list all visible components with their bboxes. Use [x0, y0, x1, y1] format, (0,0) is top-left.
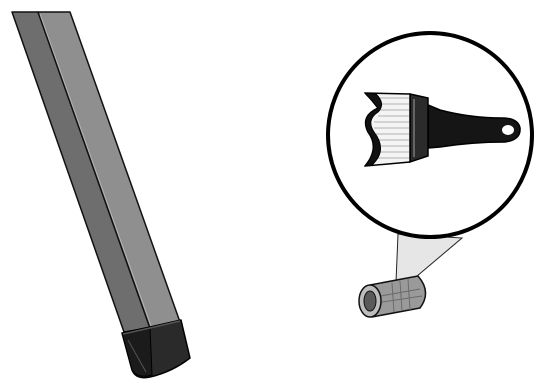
brush-handle — [427, 104, 521, 149]
callout-beam — [395, 233, 464, 283]
end-cap-left-side — [121, 326, 153, 377]
tube-sleeve — [358, 275, 427, 318]
brush-paint-edge — [363, 92, 382, 167]
brush-hang-hole — [502, 125, 514, 135]
brush-ferrule — [409, 93, 429, 164]
sleeve-stripes — [374, 278, 423, 313]
post-edge-highlight — [39, 13, 152, 327]
bristle-lines — [374, 97, 409, 159]
sleeve-inner-bore — [363, 290, 377, 312]
paint-brush — [363, 92, 521, 167]
end-cap-top-rim — [122, 320, 181, 335]
end-cap-highlight — [127, 339, 147, 373]
sleeve-body — [369, 275, 427, 318]
post-end-cap — [121, 319, 191, 379]
square-post — [11, 11, 181, 333]
